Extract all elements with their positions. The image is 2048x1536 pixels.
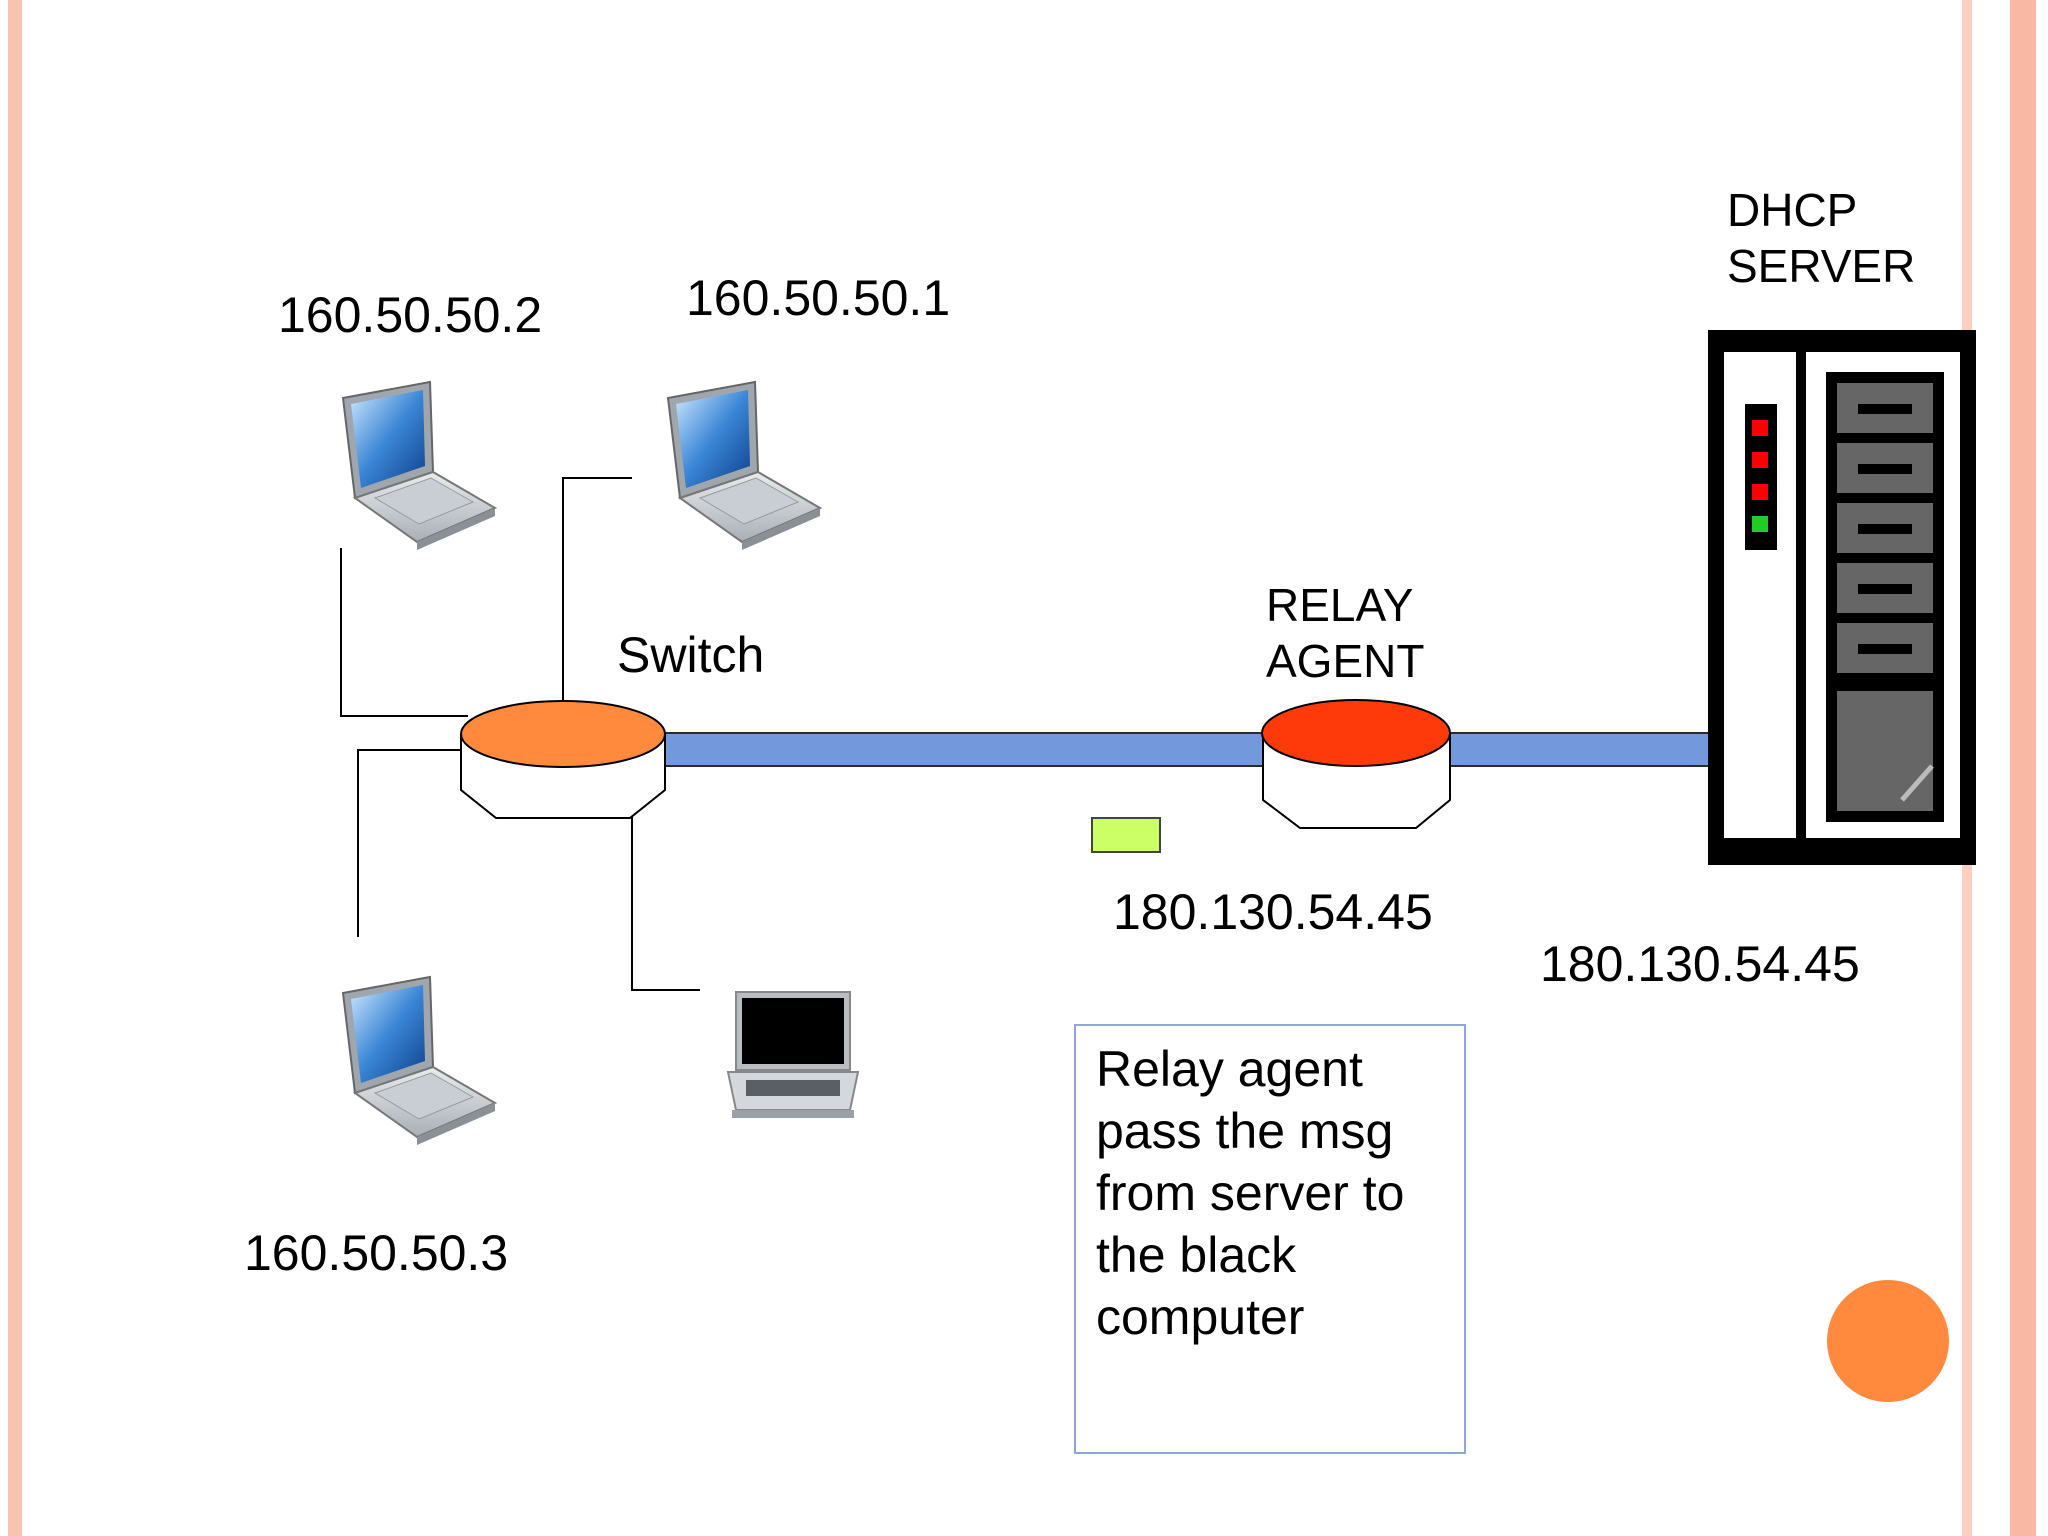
laptop-top-left [341,380,498,550]
laptop-top-right [666,380,823,550]
laptop-top-right-ip-label: 160.50.50.1 [686,270,951,326]
switch-label: Switch [617,627,765,683]
laptop-bottom-left-ip-label: 160.50.50.3 [244,1225,509,1281]
laptop-top-left-ip-label: 160.50.50.2 [278,287,543,343]
network-backbone-line [661,732,1711,767]
switch-icon [460,700,666,819]
cable-laptop-top-left [340,548,468,717]
dhcp-server-label: DHCP SERVER [1727,184,1916,292]
server-ip-label: 180.130.54.45 [1540,936,1860,992]
relay-agent-label: RELAY AGENT [1266,579,1425,687]
cable-laptop-bottom-left [357,749,470,937]
server-led-red-3 [1752,484,1768,500]
cable-laptop-black [631,768,700,991]
cable-laptop-top-right [562,477,632,700]
packet-icon [1091,817,1161,853]
relay-ip-label: 180.130.54.45 [1113,884,1433,940]
server-icon [1708,330,1976,865]
accent-circle [1827,1280,1949,1402]
left-frame-stripe [8,0,22,1536]
black-laptop-icon [726,991,860,1118]
router-icon [1261,699,1451,829]
cable-lines [340,477,700,991]
server-led-red-2 [1752,452,1768,468]
server-led-red-1 [1752,420,1768,436]
note-text: Relay agent pass the msg from server to … [1096,1041,1405,1345]
server-led-green [1752,516,1768,532]
note-box: Relay agent pass the msg from server to … [1074,1024,1466,1454]
laptop-bottom-left [341,975,498,1145]
right-frame-stripe-outer [2010,0,2036,1536]
